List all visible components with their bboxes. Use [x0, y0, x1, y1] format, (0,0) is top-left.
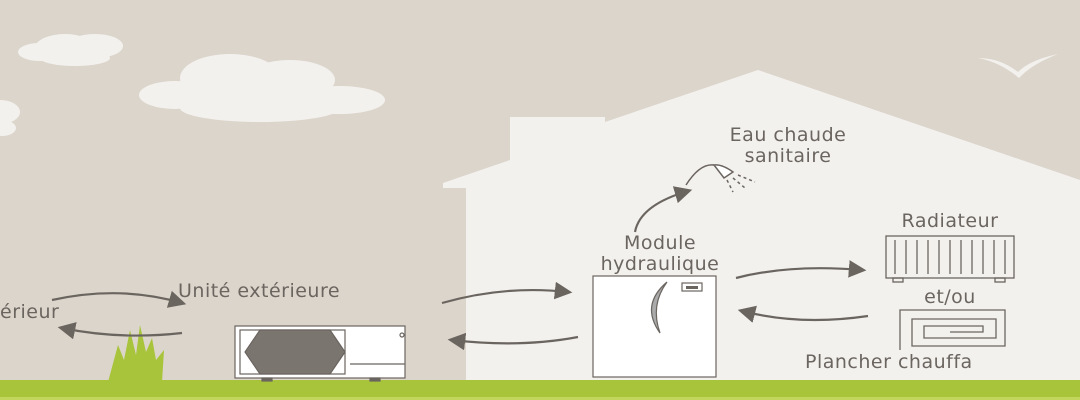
floor-heating-label: Plancher chauffa	[805, 351, 973, 373]
flow-arrows	[51, 186, 869, 351]
ground	[0, 380, 1080, 400]
hot-water-line2: sanitaire	[744, 145, 832, 167]
radiator-label: Radiateur	[901, 210, 999, 232]
floor-heating-icon	[899, 309, 1006, 350]
shower-icon	[685, 164, 756, 193]
arrow-icon	[735, 260, 867, 280]
arrow-icon	[441, 281, 573, 305]
cloud-icon	[139, 54, 385, 122]
hot-water-label: Eau chaude sanitaire	[688, 125, 888, 167]
module-line2: hydraulique	[600, 253, 720, 275]
module-line1: Module	[623, 232, 697, 254]
outdoor-unit-icon	[234, 325, 406, 382]
arrow-icon	[447, 332, 579, 351]
module-label: Module hydraulique	[560, 233, 760, 275]
cloud-icon	[18, 34, 123, 66]
bird-icon	[978, 54, 1058, 78]
radiator-icon	[885, 235, 1015, 283]
and-or-label: et/ou	[924, 286, 976, 308]
grass-tuft-icon	[108, 325, 164, 382]
exterior-label: érieur	[0, 301, 60, 323]
arrow-icon	[737, 305, 869, 323]
arrow-icon	[57, 322, 183, 340]
hydraulic-module-icon	[592, 275, 717, 378]
arrow-icon	[633, 186, 693, 233]
cloud-icon	[0, 100, 20, 136]
outdoor-unit-label: Unité extérieure	[178, 280, 341, 302]
arrow-icon	[51, 290, 187, 308]
hot-water-line1: Eau chaude	[729, 124, 847, 146]
